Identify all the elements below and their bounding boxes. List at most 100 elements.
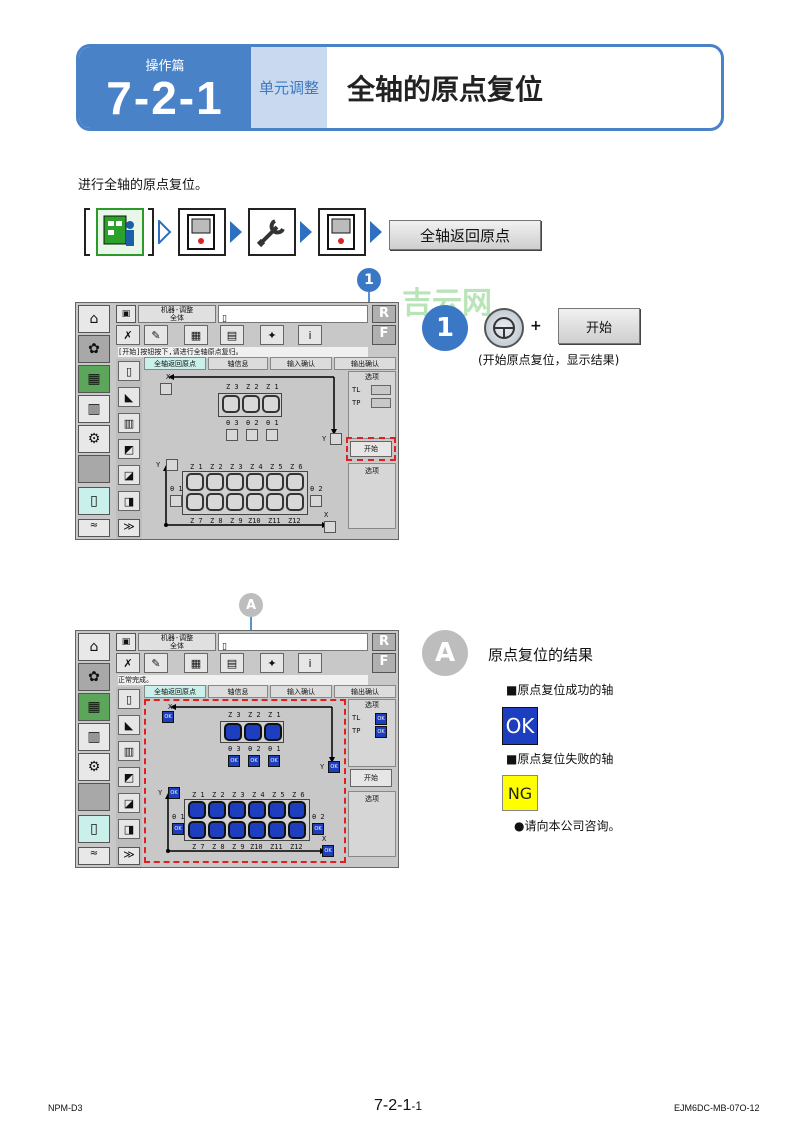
unit-icon[interactable]: ▯ xyxy=(78,815,110,843)
cancel-icon[interactable]: ✗ xyxy=(116,653,140,673)
r-button[interactable]: R xyxy=(372,633,396,651)
start-button-screen[interactable]: 开始 xyxy=(350,441,392,457)
nozzle-top-z2 xyxy=(242,395,260,413)
scroll-down-icon[interactable]: ≫ xyxy=(118,847,140,865)
hardware-start-key-icon[interactable] xyxy=(484,308,524,348)
tab-axis-info[interactable]: 轴信息 xyxy=(208,685,268,698)
unit-icon[interactable]: ▯ xyxy=(78,487,110,515)
sub-tool-2-icon[interactable]: ◣ xyxy=(118,715,140,735)
cancel-icon[interactable]: ✗ xyxy=(116,325,140,345)
settings-icon[interactable]: ✦ xyxy=(260,325,284,345)
bottom-label-z6: Z 6 xyxy=(292,791,305,799)
machine-unit-icon[interactable] xyxy=(318,208,366,256)
nozzle-b-z5 xyxy=(266,473,284,491)
bottom-label-z7: Z 7 xyxy=(192,843,205,851)
step-1-marker: 1 xyxy=(422,305,468,351)
wrench-icon[interactable] xyxy=(248,208,296,256)
production-icon[interactable]: ✿ xyxy=(78,335,110,363)
wrench-small-icon[interactable]: ✎ xyxy=(144,325,168,345)
f-button[interactable]: F xyxy=(372,653,396,673)
tab-input-check[interactable]: 输入确认 xyxy=(270,685,332,698)
sub-tool-6-icon[interactable]: ◨ xyxy=(118,819,140,839)
chart-icon[interactable]: ▥ xyxy=(78,723,110,751)
sub-tool-5-icon[interactable]: ◪ xyxy=(118,793,140,813)
sub-tool-5-icon[interactable]: ◪ xyxy=(118,465,140,485)
nozzle-b-z7-ok xyxy=(188,821,206,839)
home-icon[interactable]: ⌂ xyxy=(78,305,110,333)
arrow-outline-icon-svg xyxy=(158,220,172,244)
info-icon[interactable]: i xyxy=(298,653,322,673)
sub-tool-4-icon[interactable]: ◩ xyxy=(118,767,140,787)
tab-axis-info[interactable]: 轴信息 xyxy=(208,357,268,370)
adjust-icon[interactable]: ▦ xyxy=(78,365,110,393)
bottom-label-z1: Z 1 xyxy=(190,463,203,471)
sub-tool-2-icon[interactable]: ◣ xyxy=(118,387,140,407)
head-label-z3: Z 3 xyxy=(228,711,241,719)
theta-ok-3: OK xyxy=(228,755,240,767)
adjust-icon[interactable]: ▦ xyxy=(78,693,110,721)
wrench-small-icon[interactable]: ✎ xyxy=(144,653,168,673)
nozzle-top-z3-ok xyxy=(224,723,242,741)
options-label: 选项 xyxy=(365,795,379,803)
footer-page-main: 7-2-1 xyxy=(374,1097,412,1114)
tab-all-axis[interactable]: 全轴返回原点 xyxy=(144,685,206,698)
home-icon[interactable]: ⌂ xyxy=(78,633,110,661)
chart-icon[interactable]: ▥ xyxy=(78,395,110,423)
bottom-label-z5: Z 5 xyxy=(272,791,285,799)
options-panel: 选项 xyxy=(348,463,396,529)
sub-tool-3-icon[interactable]: ▥ xyxy=(118,413,140,433)
bottom-label-z8: Z 8 xyxy=(212,843,225,851)
print-icon[interactable]: ▤ xyxy=(220,653,244,673)
grid-icon[interactable]: ▦ xyxy=(184,325,208,345)
maintenance-icon[interactable]: ⚙ xyxy=(78,425,110,453)
scroll-up-icon[interactable]: ≈ xyxy=(78,519,110,537)
start-button-screen[interactable]: 开始 xyxy=(350,769,392,787)
print-icon[interactable]: ▤ xyxy=(220,325,244,345)
document-field: ▯ xyxy=(218,305,368,324)
y-label-bottom: Y xyxy=(158,789,163,797)
sub-tool-6-icon[interactable]: ◨ xyxy=(118,491,140,511)
blank-icon[interactable] xyxy=(78,455,110,483)
x-label: X xyxy=(166,373,171,381)
grid-icon[interactable]: ▦ xyxy=(184,653,208,673)
settings-icon[interactable]: ✦ xyxy=(260,653,284,673)
footer-page: 7-2-1-1 xyxy=(374,1097,422,1115)
machine-unit-icon[interactable] xyxy=(178,208,226,256)
adjust-menu-icon[interactable] xyxy=(96,208,144,256)
all-axis-origin-button[interactable]: 全轴返回原点 xyxy=(389,220,541,250)
contact-note: ●请向本公司咨询。 xyxy=(514,819,621,833)
blank-icon[interactable] xyxy=(78,783,110,811)
tab-output-check[interactable]: 输出确认 xyxy=(334,685,396,698)
bottom-label-z12: Z12 xyxy=(288,517,301,525)
section-label: 操作篇 xyxy=(145,59,185,74)
doc-icon: ▯ xyxy=(222,642,227,652)
nozzle-b-z9 xyxy=(226,493,244,511)
page-title: 全轴的原点复位 xyxy=(347,72,544,106)
sub-tool-1-icon[interactable]: ▯ xyxy=(118,689,140,709)
f-button[interactable]: F xyxy=(372,325,396,345)
scroll-up-icon[interactable]: ≈ xyxy=(78,847,110,865)
production-icon[interactable]: ✿ xyxy=(78,663,110,691)
r-button[interactable]: R xyxy=(372,305,396,323)
x-axis-ok: OK xyxy=(162,711,174,723)
sub-tool-1-icon[interactable]: ▯ xyxy=(118,361,140,381)
info-icon[interactable]: i xyxy=(298,325,322,345)
nozzle-b-z1-ok xyxy=(188,801,206,819)
tab-input-check[interactable]: 输入确认 xyxy=(270,357,332,370)
nozzle-top-z3 xyxy=(222,395,240,413)
start-button[interactable]: 开始 xyxy=(558,308,640,344)
arrow-icon xyxy=(300,221,312,243)
sub-tool-4-icon[interactable]: ◩ xyxy=(118,439,140,459)
x-axis-ok-bottom: OK xyxy=(322,845,334,857)
result-title: 原点复位的结果 xyxy=(488,646,594,664)
maintenance-icon[interactable]: ⚙ xyxy=(78,753,110,781)
x-axis-status-bottom xyxy=(324,521,336,533)
menu-green-icon[interactable]: ▣ xyxy=(116,305,136,323)
tab-all-axis[interactable]: 全轴返回原点 xyxy=(144,357,206,370)
scroll-down-icon[interactable]: ≫ xyxy=(118,519,140,537)
tl-ok: OK xyxy=(375,713,387,725)
menu-green-icon[interactable]: ▣ xyxy=(116,633,136,651)
sub-tool-3-icon[interactable]: ▥ xyxy=(118,741,140,761)
tab-output-check[interactable]: 输出确认 xyxy=(334,357,396,370)
theta-status-2 xyxy=(246,429,258,441)
